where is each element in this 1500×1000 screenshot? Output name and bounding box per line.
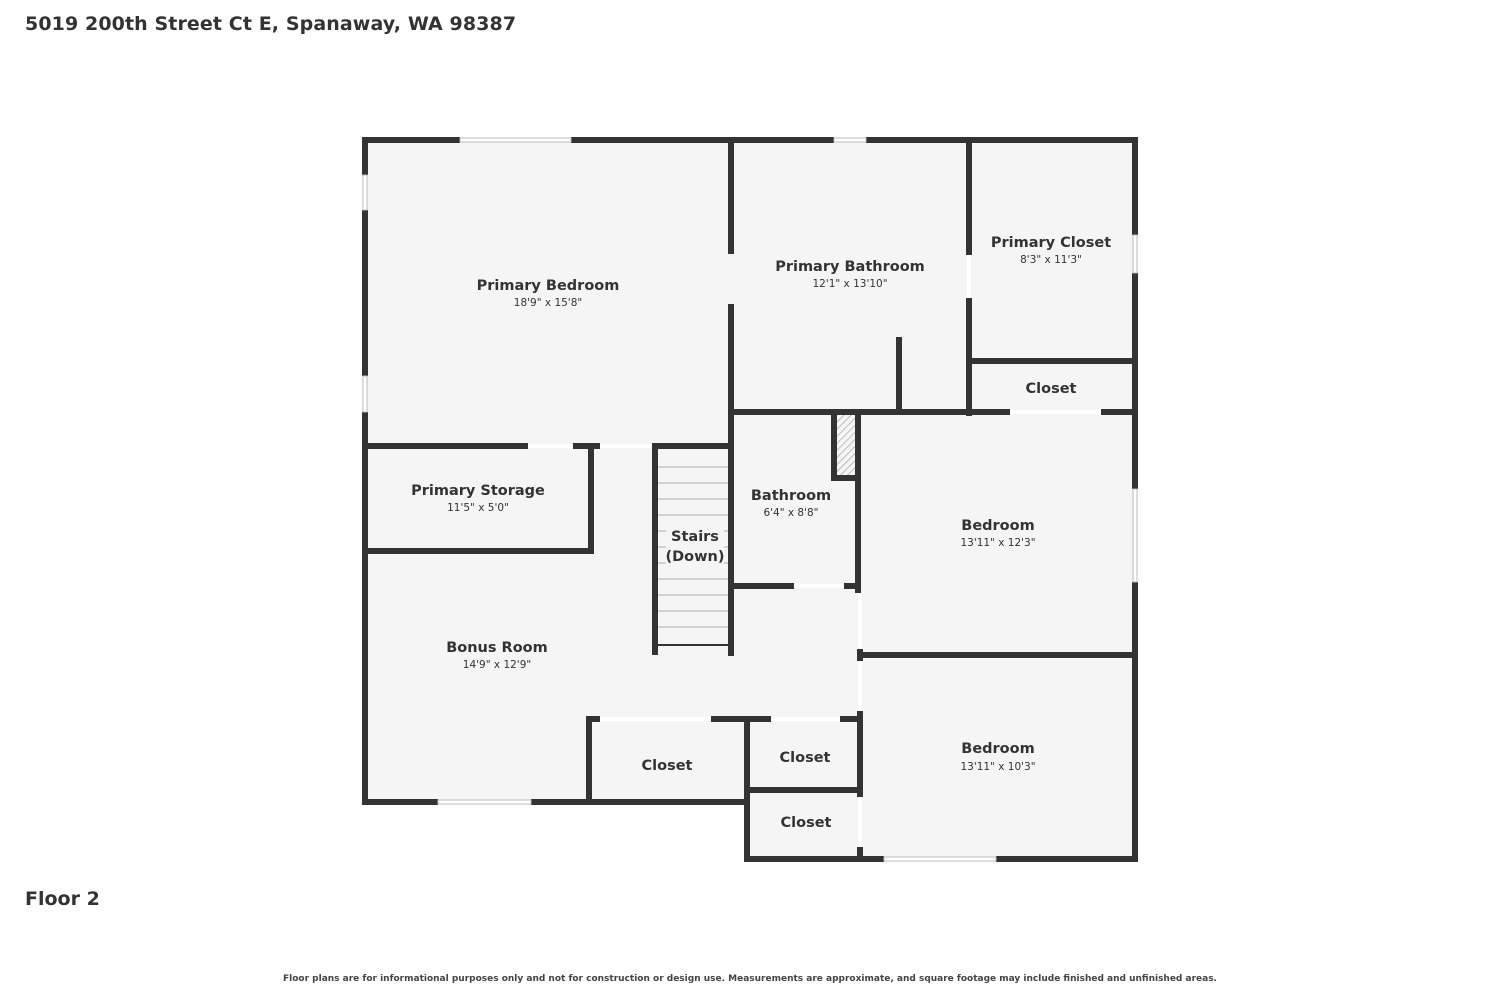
room-dimensions: 8'3" x 11'3" bbox=[1020, 254, 1082, 266]
room-name: Bonus Room bbox=[446, 640, 548, 656]
room-name: Closet bbox=[781, 815, 832, 831]
walls bbox=[362, 137, 1138, 862]
floor-label: Floor 2 bbox=[25, 888, 100, 910]
room-subname: (Down) bbox=[666, 549, 725, 565]
room-primary-bathroom: Primary Bathroom 12'1" x 13'10" bbox=[775, 259, 925, 290]
room-bedroom-2: Bedroom 13'11" x 10'3" bbox=[960, 741, 1035, 773]
property-address: 5019 200th Street Ct E, Spanaway, WA 983… bbox=[25, 13, 517, 35]
room-closet-low: Closet bbox=[781, 815, 832, 831]
room-dimensions: 6'4" x 8'8" bbox=[763, 507, 818, 519]
door-openings bbox=[528, 255, 1101, 847]
room-name: Stairs bbox=[671, 529, 719, 545]
room-name: Closet bbox=[642, 758, 693, 774]
room-primary-closet: Primary Closet 8'3" x 11'3" bbox=[991, 235, 1111, 266]
room-name: Primary Bathroom bbox=[775, 259, 925, 275]
room-name: Bathroom bbox=[751, 488, 831, 504]
chimney-shaft bbox=[837, 415, 855, 475]
room-closet-upper: Closet bbox=[1026, 381, 1077, 397]
room-name: Bedroom bbox=[961, 741, 1034, 757]
room-closet-bonus: Closet bbox=[642, 758, 693, 774]
room-primary-bedroom: Primary Bedroom 18'9" x 15'8" bbox=[477, 278, 620, 309]
room-dimensions: 13'11" x 12'3" bbox=[960, 537, 1035, 549]
room-name: Bedroom bbox=[961, 518, 1034, 534]
room-stairs: Stairs (Down) bbox=[666, 527, 725, 565]
room-bonus-room: Bonus Room 14'9" x 12'9" bbox=[446, 640, 548, 671]
room-dimensions: 13'11" x 10'3" bbox=[960, 761, 1035, 773]
disclaimer: Floor plans are for informational purpos… bbox=[283, 974, 1217, 984]
room-dimensions: 12'1" x 13'10" bbox=[812, 278, 887, 290]
room-bathroom: Bathroom 6'4" x 8'8" bbox=[751, 488, 831, 519]
room-name: Primary Storage bbox=[411, 483, 545, 499]
room-dimensions: 14'9" x 12'9" bbox=[463, 659, 531, 671]
room-name: Primary Closet bbox=[991, 235, 1111, 251]
room-primary-storage: Primary Storage 11'5" x 5'0" bbox=[411, 483, 545, 514]
room-name: Closet bbox=[1026, 381, 1077, 397]
room-name: Closet bbox=[780, 750, 831, 766]
floor-area bbox=[364, 139, 1136, 860]
windows bbox=[362, 137, 1138, 862]
room-closet-mid: Closet bbox=[780, 750, 831, 766]
room-bedroom-1: Bedroom 13'11" x 12'3" bbox=[960, 518, 1035, 549]
room-dimensions: 11'5" x 5'0" bbox=[447, 502, 509, 514]
room-name: Primary Bedroom bbox=[477, 278, 620, 294]
room-dimensions: 18'9" x 15'8" bbox=[514, 297, 582, 309]
